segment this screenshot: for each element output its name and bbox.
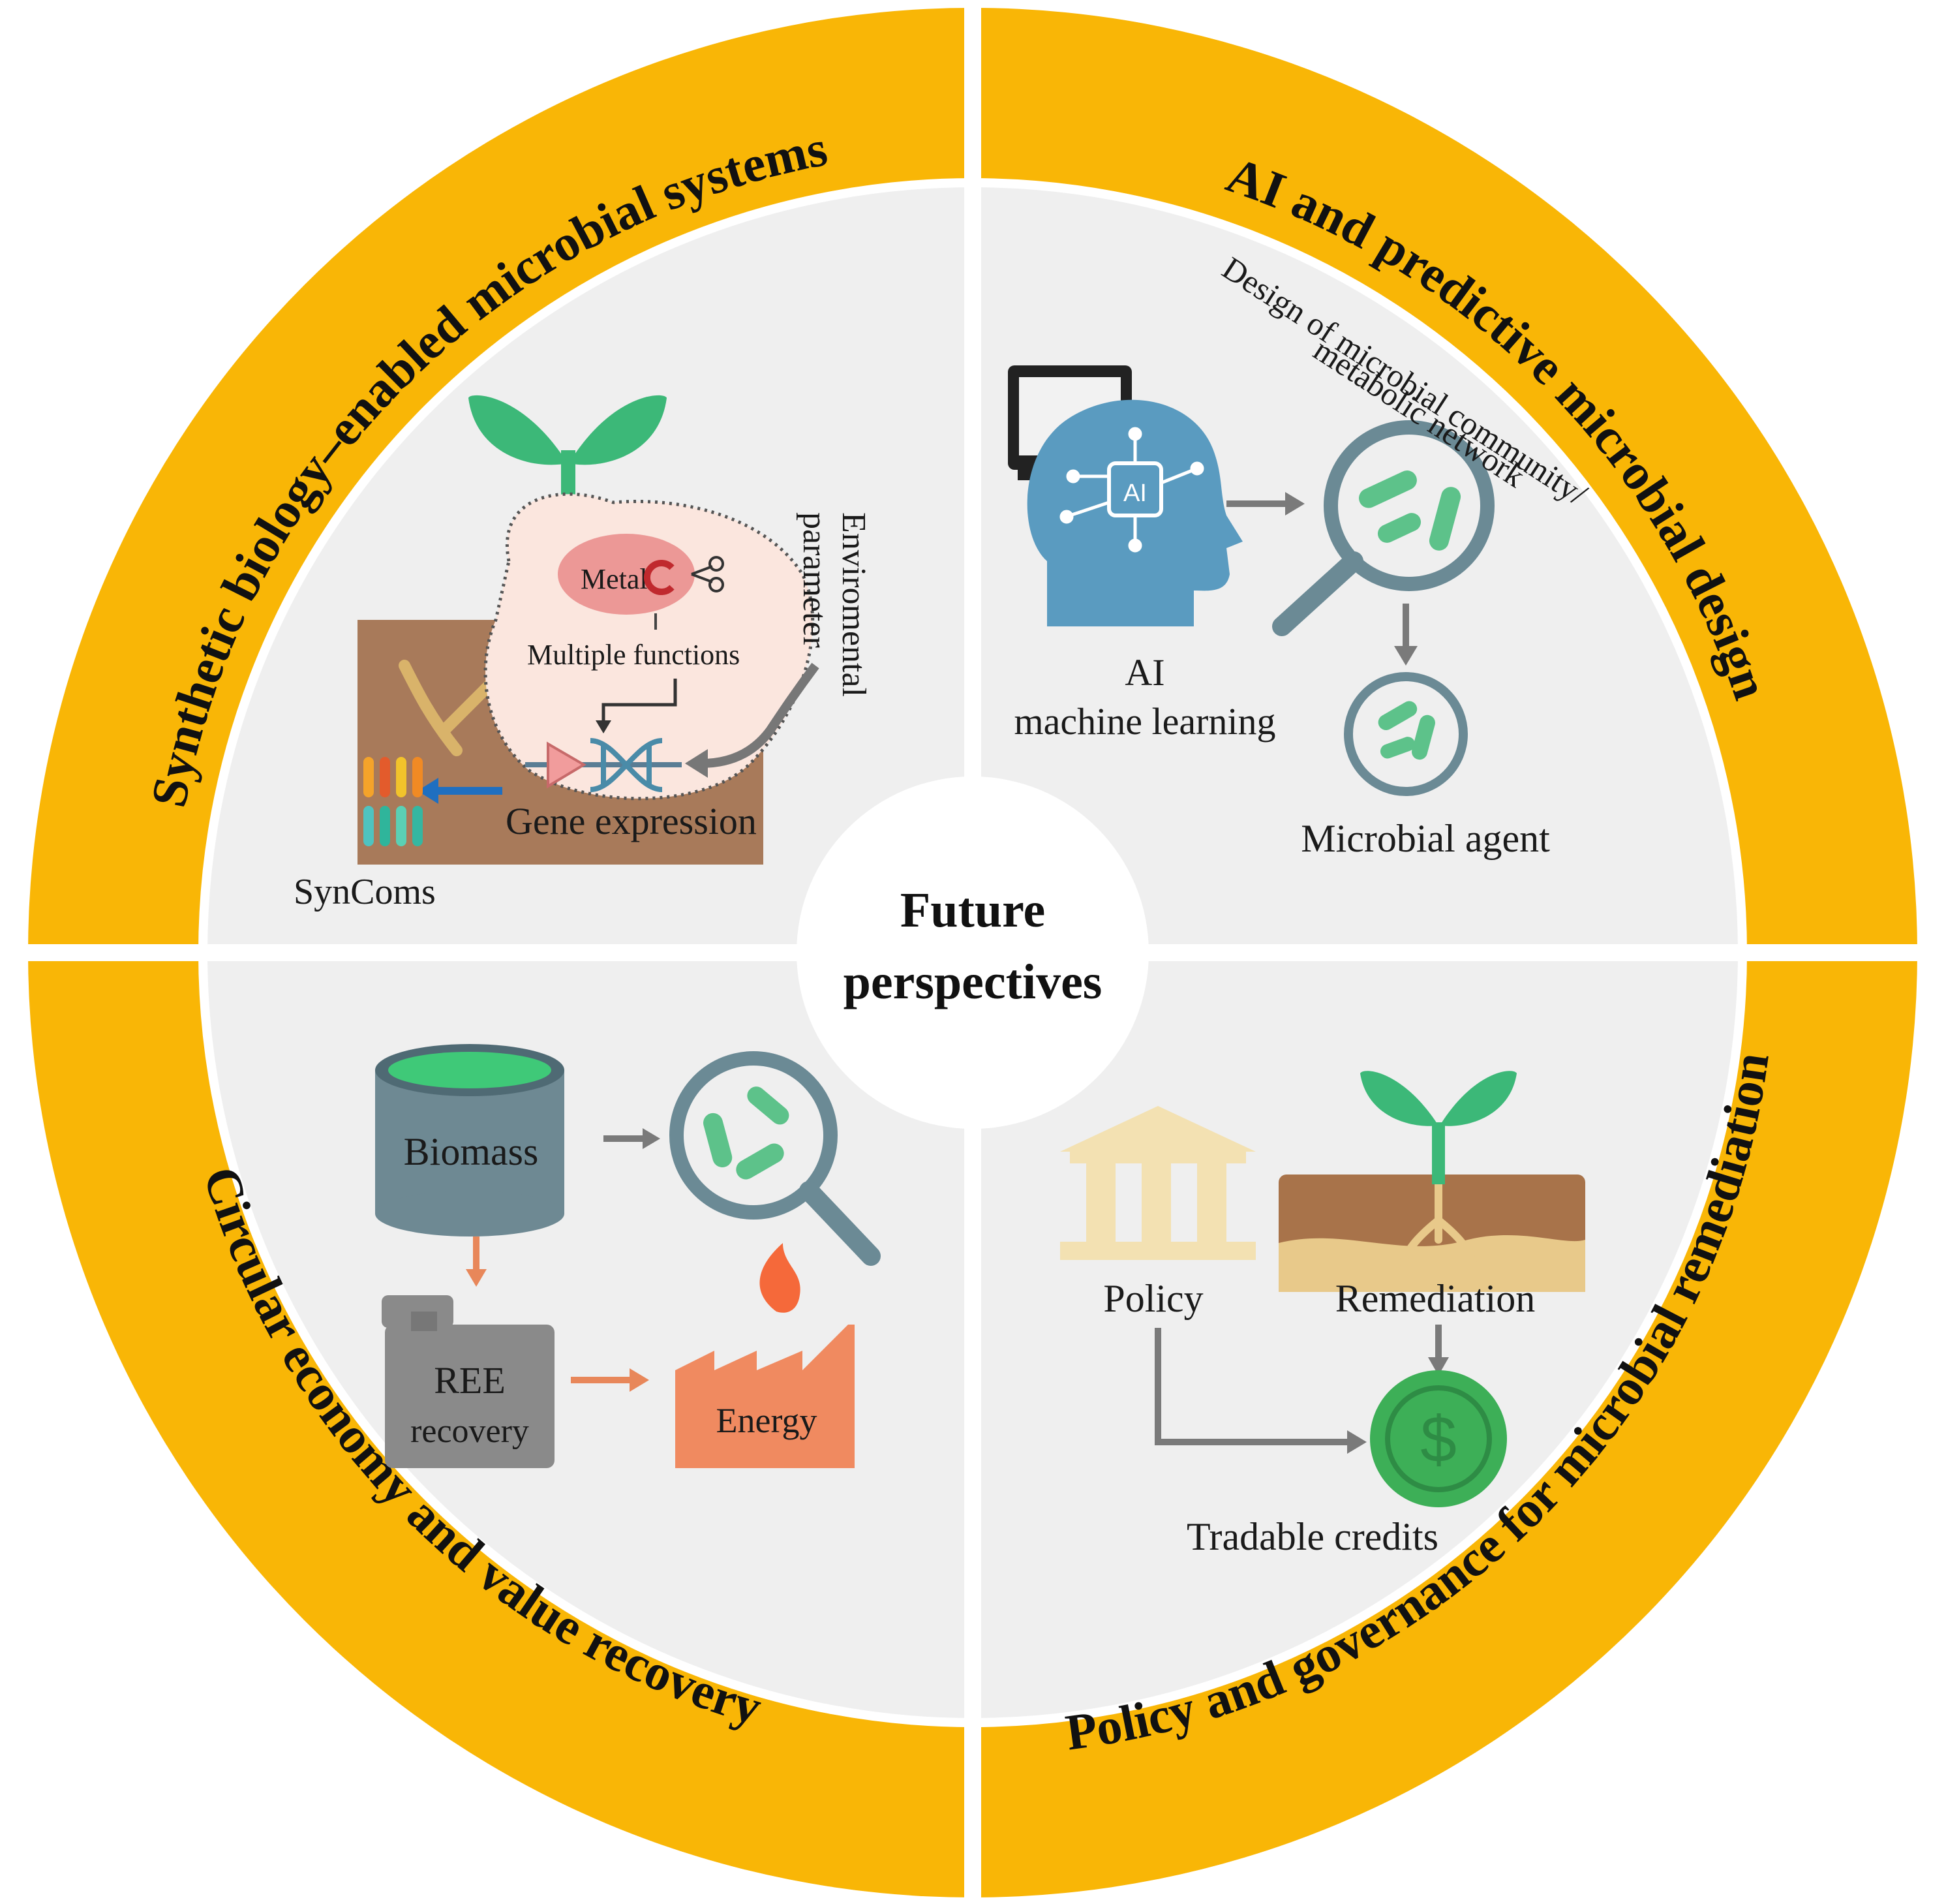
ai-arrowhead [1285, 492, 1305, 515]
receptor-icon [643, 560, 675, 595]
dollar-sign: $ [1420, 1403, 1457, 1476]
policy-arrowhead [1347, 1430, 1367, 1454]
ai-label-line2: machine learning [1014, 700, 1276, 743]
functions-arrow [601, 679, 677, 723]
dna-icon [590, 738, 663, 792]
ai-head-icon: AI [1027, 399, 1243, 626]
quadrant-synthetic-biology: Metal Multiple functions Enviromental pa… [294, 395, 872, 912]
factory-icon [675, 1243, 855, 1468]
dollar-coin-icon: $ [1370, 1370, 1507, 1507]
remediation-soil-icon [1279, 1167, 1585, 1292]
center-circle [797, 776, 1149, 1129]
design-arrowhead [1394, 646, 1418, 666]
scissors-icon [691, 556, 724, 592]
center-title-line2: perspectives [844, 955, 1102, 1009]
ree-label-line1: REE [434, 1359, 506, 1402]
quadrant-circular-economy: Biomass REE recovery Energy [375, 1044, 881, 1468]
biomass-container-icon [375, 1044, 564, 1236]
metal-label: Metal [581, 563, 648, 595]
gene-expression-label: Gene expression [506, 800, 757, 842]
syncoms-icon [363, 757, 423, 846]
tradable-credits-label: Tradable credits [1187, 1515, 1438, 1558]
policy-arrow [1155, 1328, 1350, 1445]
environment-arrow [701, 662, 819, 768]
biomass-label: Biomass [404, 1130, 539, 1173]
environment-arrowhead [685, 749, 708, 778]
down-arrowhead [466, 1269, 487, 1287]
remediation-arrowhead [1428, 1357, 1449, 1375]
center-title-line1: Future [900, 883, 1045, 938]
magnifier-icon [1272, 420, 1495, 636]
microbial-agent-label: Microbial agent [1301, 817, 1550, 860]
parameter-label: parameter [796, 512, 833, 648]
magnifier-icon-2 [669, 1051, 881, 1266]
ai-badge-label: AI [1123, 480, 1147, 507]
microbial-agent-icon [1344, 672, 1468, 796]
ree-canister-icon [382, 1295, 555, 1468]
quadrant-policy: Policy Remediation $ Tradable credits [1060, 1071, 1585, 1558]
ree-label-line2: recovery [410, 1413, 529, 1450]
functions-arrowhead [596, 720, 611, 733]
biomass-arrowhead [643, 1128, 660, 1149]
government-building-icon [1060, 1106, 1256, 1260]
environmental-label: Enviromental [835, 512, 872, 697]
multiple-functions-label: Multiple functions [527, 639, 740, 671]
energy-label: Energy [716, 1401, 817, 1440]
ai-label-line1: AI [1125, 651, 1164, 694]
policy-label: Policy [1103, 1277, 1203, 1320]
remediation-label: Remediation [1335, 1277, 1536, 1320]
right-arrowhead [630, 1368, 649, 1392]
promoter-icon [547, 741, 586, 789]
sprout-icon-2 [1360, 1071, 1517, 1184]
syncoms-label: SynComs [294, 872, 436, 912]
blue-arrowhead [418, 778, 438, 804]
